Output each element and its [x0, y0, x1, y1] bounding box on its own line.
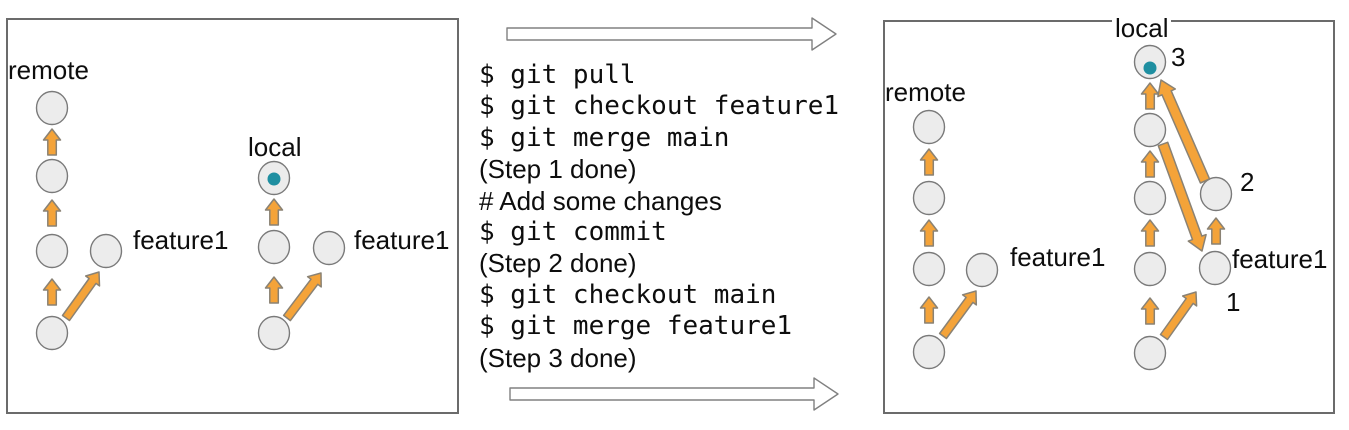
local-branch-label: local — [248, 132, 302, 162]
commit-node — [89, 233, 123, 269]
feature1-branch-label: feature1 — [133, 225, 229, 255]
after-state-panel — [883, 20, 1335, 414]
commit-node — [912, 251, 946, 287]
commit-node — [35, 315, 69, 351]
step-note-line: (Step 2 done) — [479, 248, 637, 279]
commit-node — [35, 158, 69, 194]
commit-edge-arrow — [919, 148, 939, 176]
commit-node — [312, 230, 346, 266]
commit-edge-arrow — [1140, 82, 1160, 110]
command-line: $ git checkout main — [479, 279, 777, 310]
commit-node — [1199, 176, 1233, 212]
commit-edge-arrow — [264, 276, 284, 304]
commit-node — [1198, 250, 1232, 286]
flow-arrow-bottom-icon — [509, 377, 839, 411]
commit-edge-arrow — [61, 271, 101, 322]
merge-edge-arrow — [1157, 141, 1207, 252]
commit-node — [257, 229, 291, 265]
commit-node — [35, 233, 69, 269]
commit-node — [1133, 335, 1167, 371]
commit-node — [257, 315, 291, 351]
before-state-panel — [6, 18, 459, 414]
commit-edge-arrow — [1140, 297, 1160, 325]
remote-branch-label: remote — [8, 55, 89, 85]
commit-edge-arrow — [938, 290, 978, 340]
commit-edge-arrow — [919, 296, 939, 324]
commit-edge-arrow — [919, 219, 939, 247]
command-line: $ git merge main — [479, 122, 730, 153]
commit-edge-arrow — [42, 128, 62, 156]
flow-arrow-top-icon — [506, 17, 837, 51]
commit-node — [1133, 112, 1167, 148]
commit-node — [965, 252, 999, 288]
commit-edge-arrow — [264, 198, 284, 226]
command-line: $ git merge feature1 — [479, 311, 793, 342]
command-line: $ git pull — [479, 60, 636, 90]
merge-edge-arrow — [1157, 79, 1211, 184]
commit-edge-arrow — [42, 199, 62, 227]
command-line: $ git commit — [479, 216, 667, 247]
remote-branch-label: remote — [885, 77, 966, 107]
feature1-branch-label: feature1 — [1232, 244, 1328, 274]
commit-node — [1133, 180, 1167, 216]
commit-node — [35, 90, 69, 126]
git-commands-block: $ git pull $ git checkout feature1 $ git… — [479, 60, 839, 374]
merge-commit-3-label: 3 — [1171, 42, 1186, 72]
comment-line: # Add some changes — [479, 185, 722, 216]
commit-2-label: 2 — [1240, 167, 1255, 197]
commit-node — [912, 109, 946, 145]
feature1-branch-label: feature1 — [1010, 242, 1106, 272]
step-note-line: (Step 1 done) — [479, 154, 637, 185]
commit-node — [912, 180, 946, 216]
commit-node — [912, 334, 946, 370]
step-note-line: (Step 3 done) — [479, 342, 637, 373]
feature1-branch-label: feature1 — [354, 225, 450, 255]
commit-node — [1133, 251, 1167, 287]
commit-edge-arrow — [1140, 150, 1160, 178]
commit-edge-arrow — [1159, 291, 1198, 341]
head-indicator-dot — [267, 172, 281, 186]
commit-edge-arrow — [282, 272, 322, 322]
local-branch-label: local — [1112, 15, 1172, 41]
commit-edge-arrow — [1206, 217, 1226, 245]
commit-edge-arrow — [42, 278, 62, 306]
head-indicator-dot — [1143, 61, 1157, 75]
command-line: $ git checkout feature1 — [479, 91, 840, 122]
commit-edge-arrow — [1140, 219, 1160, 247]
merge-commit-1-label: 1 — [1226, 287, 1241, 317]
